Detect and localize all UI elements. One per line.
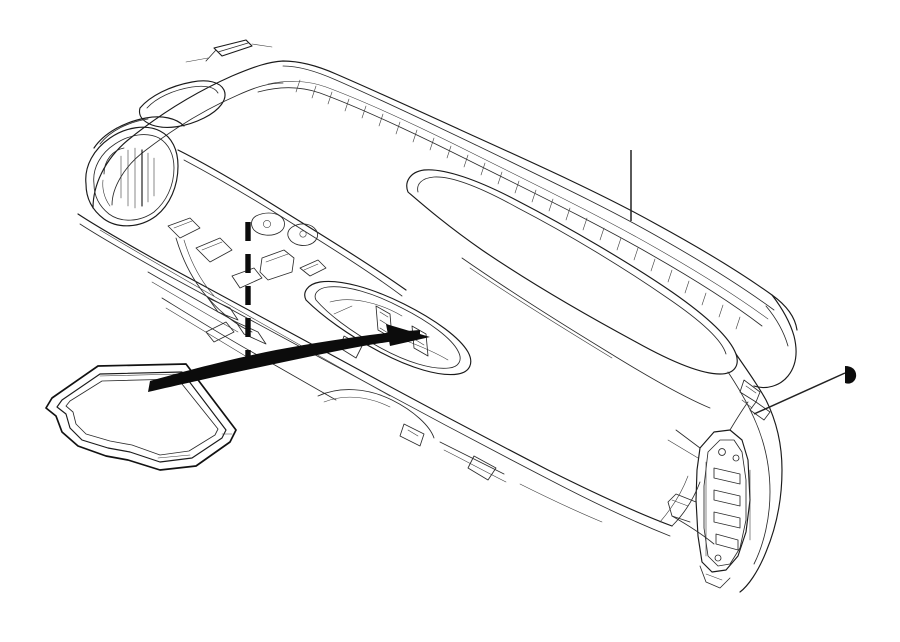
side-end-bracket bbox=[667, 353, 783, 593]
defroster-grille bbox=[295, 79, 741, 330]
panel-top-clip bbox=[185, 39, 273, 63]
upper-left-vent-bezel bbox=[138, 80, 226, 128]
airbag-opening-seal bbox=[45, 363, 237, 471]
passenger-airbag-door bbox=[406, 169, 738, 409]
airbag-opening bbox=[304, 280, 472, 376]
installation-direction-arrow bbox=[148, 324, 430, 392]
instrument-panel-assembly bbox=[77, 39, 798, 593]
center-substructure bbox=[147, 212, 337, 401]
lower-right-leader bbox=[753, 366, 857, 415]
lower-panel-detail bbox=[317, 389, 603, 523]
